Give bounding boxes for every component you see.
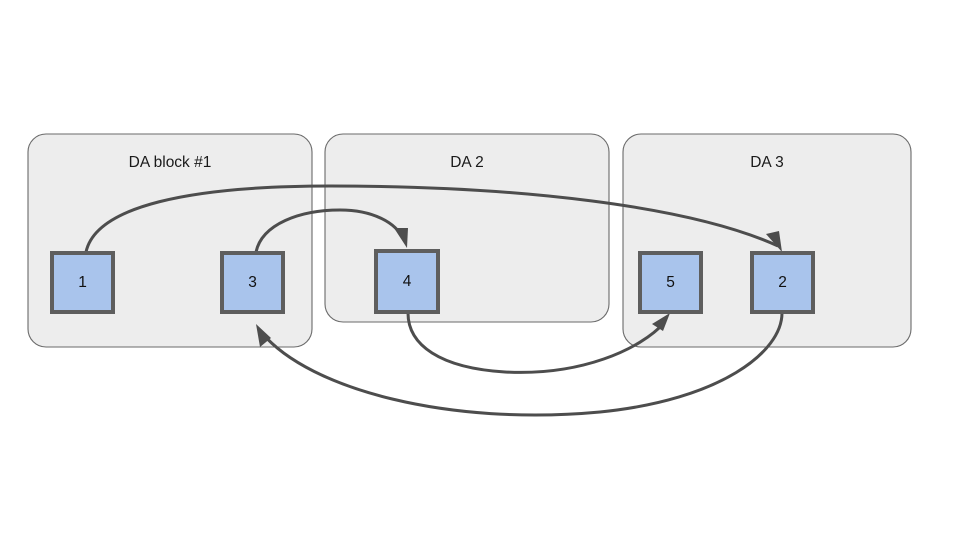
- node-label-2: 2: [778, 274, 787, 291]
- group-label-da1: DA block #1: [129, 154, 212, 171]
- edge-path-1-to-2[interactable]: [84, 184, 779, 253]
- arrowhead-icon-2-to-3: [256, 324, 271, 347]
- edge-path-2-to-3[interactable]: [260, 312, 784, 417]
- group-label-da2: DA 2: [450, 154, 484, 171]
- edges-layer: [84, 184, 784, 417]
- arrowhead-icon-4-to-5: [652, 313, 670, 331]
- arrowhead-icon-3-to-4: [394, 228, 408, 248]
- node-rect-2[interactable]: [750, 251, 815, 314]
- edge-path-4-to-5[interactable]: [406, 312, 667, 374]
- node-label-3: 3: [248, 274, 257, 291]
- node-2[interactable]: 2: [750, 251, 815, 314]
- node-1[interactable]: 1: [50, 251, 115, 314]
- node-rect-1[interactable]: [50, 251, 115, 314]
- nodes-layer: 1 3 4 5 2: [50, 249, 815, 314]
- arrowhead-icon-1-to-2: [766, 231, 782, 252]
- node-rect-4[interactable]: [374, 249, 440, 314]
- edge-path-3-to-4[interactable]: [254, 208, 406, 253]
- group-container-da1[interactable]: DA block #1: [27, 133, 313, 348]
- group-label-da3: DA 3: [750, 154, 784, 171]
- edge-3-to-4[interactable]: [254, 208, 408, 253]
- node-3[interactable]: 3: [220, 251, 285, 314]
- edge-4-to-5[interactable]: [406, 312, 670, 374]
- node-label-1: 1: [78, 274, 87, 291]
- edge-2-to-3[interactable]: [256, 312, 784, 417]
- group-container-da2[interactable]: DA 2: [324, 133, 610, 323]
- edge-1-to-2[interactable]: [84, 184, 782, 253]
- node-label-5: 5: [666, 274, 675, 291]
- node-label-4: 4: [403, 273, 412, 290]
- node-4[interactable]: 4: [374, 249, 440, 314]
- node-5[interactable]: 5: [638, 251, 703, 314]
- node-rect-5[interactable]: [638, 251, 703, 314]
- node-rect-3[interactable]: [220, 251, 285, 314]
